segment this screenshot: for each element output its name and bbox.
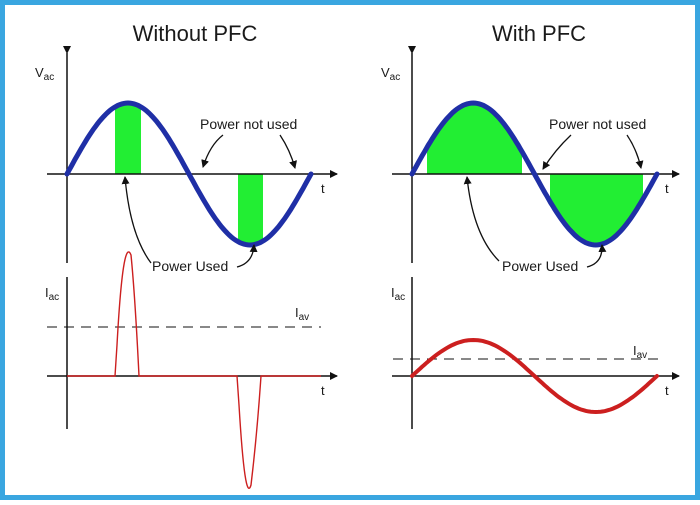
t-axis-label: t xyxy=(321,383,325,398)
power-used-fill xyxy=(115,103,141,174)
voltage-sine-wave xyxy=(409,100,660,248)
vac-axis-label: Vac xyxy=(35,65,54,83)
power-used-arrow xyxy=(586,244,607,268)
iav-label: Iav xyxy=(295,305,309,323)
power-not-used-label: Power not used xyxy=(549,116,646,132)
current-pulse-waveform xyxy=(67,251,321,490)
panel-without-pfc: Without PFC Vac t Power not used Power U… xyxy=(35,21,338,490)
iav-label: Iav xyxy=(633,343,647,361)
power-not-used-arrow xyxy=(201,134,224,168)
t-axis-label: t xyxy=(321,181,325,196)
power-used-arrow xyxy=(121,176,152,264)
vac-axis-label: Vac xyxy=(381,65,400,83)
voltage-sine-wave xyxy=(64,100,314,248)
t-axis-label: t xyxy=(665,181,669,196)
power-used-arrow xyxy=(463,176,500,262)
pfc-diagram: Without PFC Vac t Power not used Power U… xyxy=(35,21,680,490)
panel-with-pfc: With PFC Vac t Power not used Power Used… xyxy=(381,21,680,429)
power-not-used-arrow xyxy=(542,134,572,170)
panel-title: With PFC xyxy=(492,21,586,46)
power-used-label: Power Used xyxy=(502,258,578,274)
power-not-used-arrow xyxy=(279,134,297,169)
power-not-used-label: Power not used xyxy=(200,116,297,132)
power-used-label: Power Used xyxy=(152,258,228,274)
t-axis-label: t xyxy=(665,383,669,398)
power-used-arrow xyxy=(236,244,258,268)
current-sine-wave xyxy=(410,337,659,415)
power-not-used-arrow xyxy=(626,134,644,169)
panel-title: Without PFC xyxy=(133,21,258,46)
power-used-fill xyxy=(427,103,643,245)
power-used-fill xyxy=(238,174,263,245)
iac-axis-label: Iac xyxy=(391,285,405,303)
iac-axis-label: Iac xyxy=(45,285,59,303)
